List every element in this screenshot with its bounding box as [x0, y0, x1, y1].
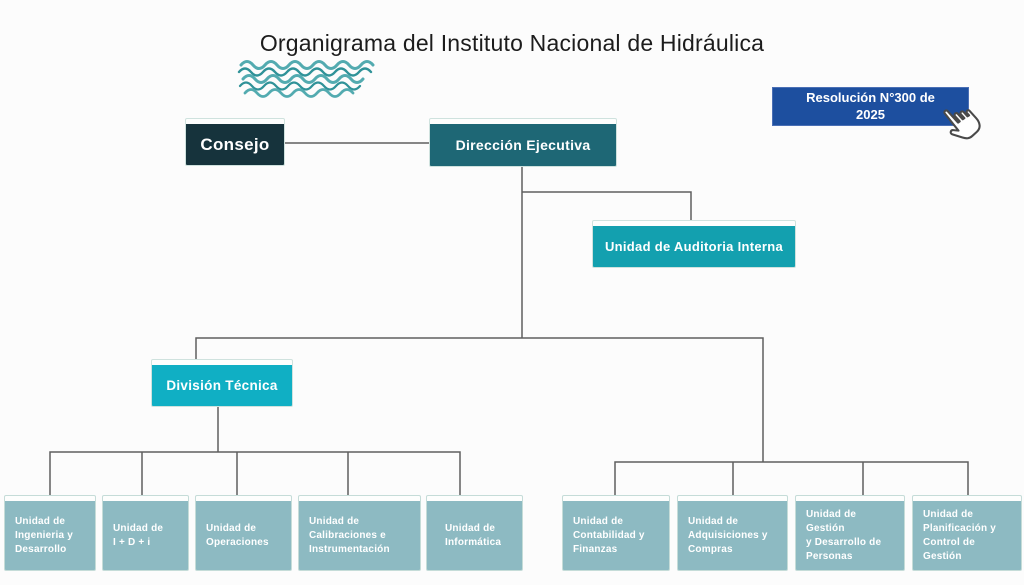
node-consejo: Consejo: [186, 119, 284, 165]
unit-i-d-i: Unidad de I + D + i: [103, 496, 188, 570]
unit-ingenieria-desarrollo: Unidad de Ingenieria y Desarrollo: [5, 496, 95, 570]
unit-contabilidad-finanzas: Unidad de Contabilidad y Finanzas: [563, 496, 669, 570]
hand-cursor-icon: [943, 109, 981, 140]
page-title: Organigrama del Instituto Nacional de Hi…: [259, 30, 765, 56]
resolution-button[interactable]: Resolución N°300 de 2025: [773, 88, 968, 125]
unit-gestion-desarrollo-personas: Unidad de Gestión y Desarrollo de Person…: [796, 496, 904, 570]
unit-planificacion-control-gestion: Unidad de Planificación y Control de Ges…: [913, 496, 1021, 570]
unit-adquisiciones-compras: Unidad de Adquisiciones y Compras: [678, 496, 787, 570]
node-division-tecnica: División Técnica: [152, 360, 292, 406]
node-auditoria-interna: Unidad de Auditoria Interna: [593, 221, 795, 267]
unit-calibraciones-instrumentacion: Unidad de Calibraciones e Instrumentació…: [299, 496, 420, 570]
unit-informatica: Unidad de Informática: [427, 496, 522, 570]
node-direccion-ejecutiva: Dirección Ejecutiva: [430, 119, 616, 166]
unit-operaciones: Unidad de Operaciones: [196, 496, 291, 570]
waves-logo-icon: [237, 60, 375, 98]
